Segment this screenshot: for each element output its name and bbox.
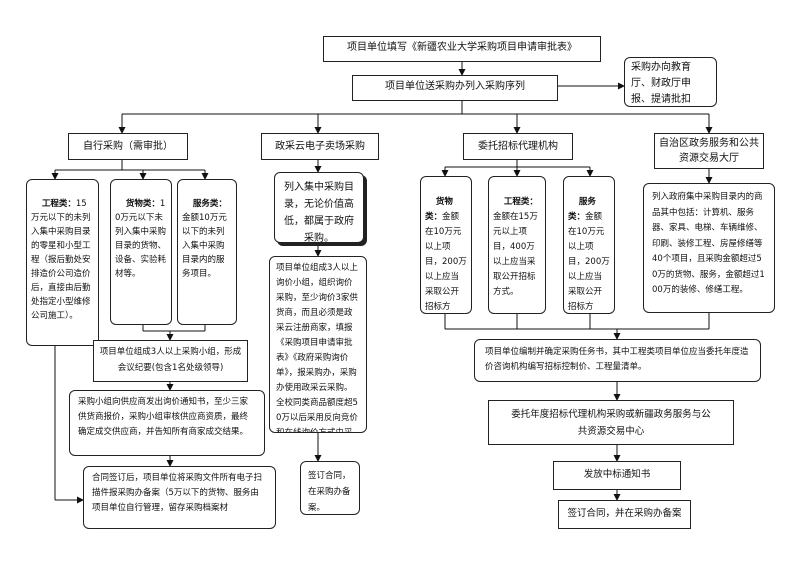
self-quote-box: 采购小组向供应商发出询价通知书，至少三家供货商报价，采购小组审核供应商资质，最终…: [69, 390, 265, 456]
agency-goods-text: 金额在10万元以上项目，200万以上应当采取公开招标方式。: [425, 212, 467, 312]
cloud-mall-title: 政采云电子卖场采购: [261, 133, 379, 160]
self-engineering-text: 15万元以下的未列入集中采购目录的零星和小型工程（报后勤处安排造价公司造价后，直…: [31, 199, 91, 321]
cloud-sign-box: 签订合同，在采购办备案。: [300, 461, 360, 515]
self-goods-text: 10万元以下未列入集中采购目录的货物、设备、实验耗材等。: [115, 199, 167, 279]
cloud-rule-box: 列入集中采购目录，无论价值高低，都属于政府采购。: [274, 172, 364, 243]
self-services-box: 服务类： 金额10万元以下的未列入集中采购目录内的服务项目。: [177, 179, 237, 325]
start-box: 项目单位填写《新疆农业大学采购项目申请审批表》: [323, 36, 601, 62]
agency-services-label: 服务类：: [568, 197, 596, 222]
self-contract-box: 合同签订后，项目单位将采购文件所有电子扫描件报采购办备案（5万以下的货物、服务由…: [83, 466, 276, 529]
task-book-box: 项目单位编制并确定采购任务书，其中工程类项目单位应当委托年度造价咨询机构编写招标…: [474, 339, 761, 382]
agency-engineering-label: 工程类：: [503, 197, 538, 207]
agency-title: 委托招标代理机构: [463, 133, 573, 160]
agency-services-box: 服务类：金额在10万元以上项目，200万以上应当采取公开招标方式。: [563, 176, 615, 314]
self-procurement-title: 自行采购（需审批）: [68, 133, 188, 160]
submit-box: 项目单位送采购办列入采购序列: [352, 75, 558, 101]
agency-goods-box: 货物类：金额在10万元以上项目，200万以上应当采取公开招标方式。: [420, 176, 472, 314]
award-notice-box: 发放中标通知书: [553, 461, 681, 490]
self-engineering-box: 工程类：15万元以下的未列入集中采购目录的零星和小型工程（报后勤处安排造价公司造…: [26, 179, 99, 346]
agency-engineering-text: 金额在15万元以上项目，400万以上应当采取公开招标方式。: [493, 212, 538, 297]
final-contract-box: 签订合同，并在采购办备案: [558, 500, 691, 529]
cloud-detail-box: 项目单位组成3人以上询价小组，组织询价采购，至少询价3家供货商，而且必须是政采云…: [269, 256, 367, 433]
agency-or-center-box: 委托年度招标代理机构采购或新疆政务服务与公共资源交易中心: [488, 400, 734, 445]
region-detail-box: 列入政府集中采购目录内的商品其中包括：计算机、服务器、家具、电梯、车辆维修、印刷…: [643, 183, 775, 313]
self-group-box: 项目单位组成3人以上采购小组，形成会议纪要(包含1名处级领导): [93, 340, 248, 382]
self-goods-label: 货物类：: [125, 199, 160, 209]
agency-services-text: 金额在10万元以上项目，200万以上应当采取公开招标方式。: [568, 212, 610, 312]
agency-goods-label: 货物类：: [425, 197, 453, 222]
self-services-text: 金额10万元以下的未列入集中采购目录内的服务项目。: [182, 213, 227, 279]
region-hall-title: 自治区政务服务和公共资源交易大厅: [654, 133, 764, 169]
self-services-label: 服务类：: [192, 199, 227, 209]
report-box: 采购办向教育厅、财政厅申报、提请批扣: [624, 57, 717, 107]
self-engineering-label: 工程类：: [41, 199, 76, 209]
self-goods-box: 货物类：10万元以下未列入集中采购目录的货物、设备、实验耗材等。: [110, 179, 172, 325]
agency-engineering-box: 工程类： 金额在15万元以上项目，400万以上应当采取公开招标方式。: [488, 176, 546, 314]
